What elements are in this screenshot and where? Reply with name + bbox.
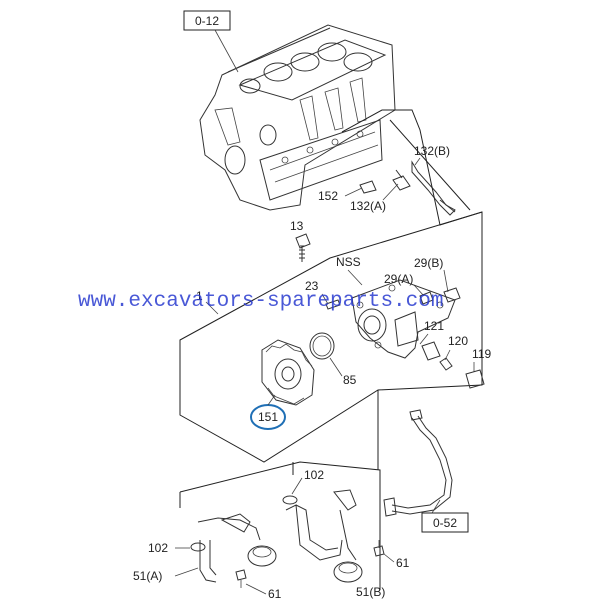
label-85: 85 (343, 373, 357, 387)
spring-120 (439, 357, 453, 371)
label-120: 120 (448, 334, 468, 348)
plug-152 (359, 180, 377, 194)
strainer-51a (190, 513, 277, 583)
bolt-13 (295, 233, 311, 262)
lower-frame (179, 461, 381, 590)
o-ring-85 (309, 332, 335, 360)
label-51a: 51(A) (133, 569, 162, 583)
label-23: 23 (305, 279, 319, 293)
label-nss: NSS (336, 255, 361, 269)
assembly-frame (179, 211, 483, 463)
label-102-top: 102 (304, 468, 324, 482)
sensor-132a (392, 169, 411, 191)
plug-119 (465, 369, 485, 389)
oil-pump-housing (351, 279, 456, 359)
bolt-61-bottom (235, 569, 247, 588)
block-frame-lines (341, 109, 483, 226)
engine-block (199, 24, 396, 211)
watermark: www.excavators-spareparts.com (78, 290, 443, 313)
oil-pump-151 (261, 339, 315, 406)
part-151-highlight[interactable]: 151 (250, 404, 286, 430)
label-151: 151 (258, 410, 278, 424)
label-1: 1 (196, 289, 203, 303)
ref-label-oil-pipe: 0-52 (433, 516, 457, 530)
valve-121 (421, 341, 441, 361)
label-121: 121 (424, 319, 444, 333)
leader-line (431, 499, 441, 514)
bolt-29a (419, 291, 434, 305)
bolt-61-right (373, 540, 385, 557)
oil-pipe (383, 409, 453, 517)
label-132a: 132(A) (350, 199, 386, 213)
label-29b: 29(B) (414, 256, 443, 270)
o-ring-102-top (282, 495, 298, 505)
frame-line (389, 119, 471, 211)
label-61-bottom: 61 (268, 587, 282, 600)
ref-label-engine-block: 0-12 (195, 14, 219, 28)
leader-line (214, 29, 239, 73)
label-102-left: 102 (148, 541, 168, 555)
ref-box-oil-pipe[interactable]: 0-52 (421, 512, 469, 533)
sensor-132b (411, 160, 456, 216)
bolt-29b (443, 287, 461, 303)
ref-box-engine-block[interactable]: 0-12 (183, 10, 231, 31)
label-13: 13 (290, 219, 304, 233)
label-132b: 132(B) (414, 144, 450, 158)
label-152: 152 (318, 189, 338, 203)
label-119: 119 (472, 347, 491, 361)
strainer-51b (285, 489, 363, 583)
label-51b: 51(B) (356, 585, 385, 599)
pin-23 (325, 299, 341, 310)
label-61-right: 61 (396, 556, 410, 570)
